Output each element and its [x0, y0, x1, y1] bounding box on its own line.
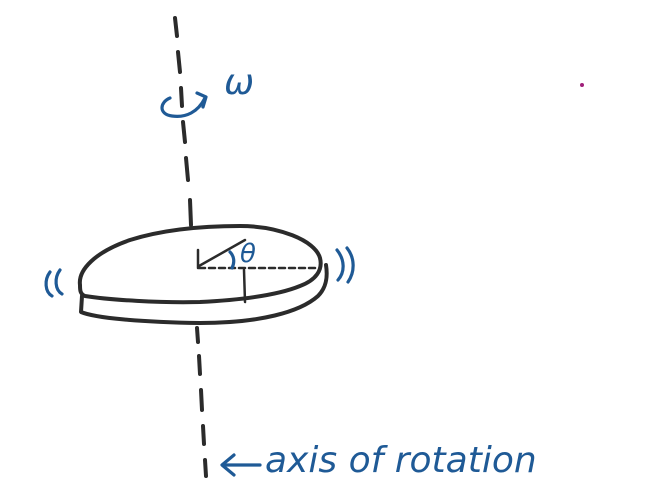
axis-label: axis of rotation: [265, 440, 537, 481]
disk-rim: [79, 263, 329, 325]
omega-label: ω: [224, 62, 254, 103]
motion-marks-right: [335, 246, 355, 284]
rotation-arrow-icon: [160, 91, 208, 118]
angle-construction: [196, 238, 318, 304]
axis-lower-dashes: [195, 326, 208, 478]
disk-top-face: [77, 224, 323, 305]
motion-marks-left: [44, 268, 64, 298]
axis-upper-dashes: [173, 16, 193, 227]
disk: [77, 224, 329, 325]
theta-label: θ: [240, 239, 256, 269]
angle-arc: [228, 250, 236, 270]
pointer-arrow-icon: [220, 453, 262, 477]
stray-dot: [580, 83, 584, 87]
